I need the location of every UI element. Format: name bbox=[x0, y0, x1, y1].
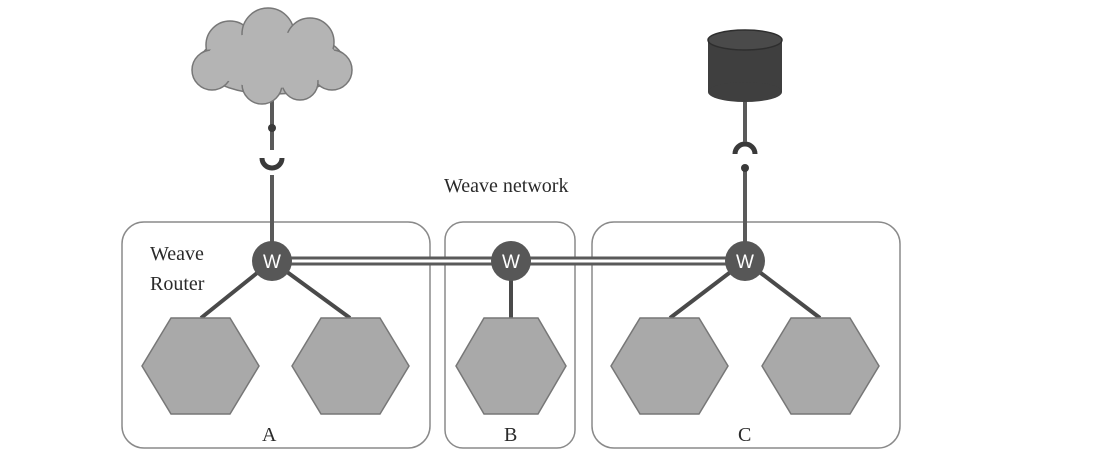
hexagon-container-icon bbox=[455, 317, 567, 415]
network-label: Weave network bbox=[444, 175, 569, 197]
hexagon-container-icon bbox=[141, 317, 260, 415]
router-c: W bbox=[725, 241, 765, 281]
host-box-a bbox=[121, 221, 431, 449]
host-label-a: A bbox=[262, 424, 277, 446]
router-a: W bbox=[252, 241, 292, 281]
host-label-c: C bbox=[738, 424, 752, 446]
router-b-glyph: W bbox=[502, 252, 520, 273]
socket-connector-icon bbox=[259, 157, 285, 171]
router-label-line1: Weave bbox=[150, 243, 204, 265]
hexagon-container-icon bbox=[610, 317, 729, 415]
hexagon-container-icon bbox=[291, 317, 410, 415]
plug-dot-icon bbox=[741, 164, 749, 172]
database-icon bbox=[707, 29, 783, 102]
router-label-line2: Router bbox=[150, 273, 205, 295]
router-c-glyph: W bbox=[736, 252, 754, 273]
hexagon-container-icon bbox=[761, 317, 880, 415]
host-label-b: B bbox=[504, 424, 518, 446]
host-box-b bbox=[444, 221, 576, 449]
router-b: W bbox=[491, 241, 531, 281]
cloud-fill bbox=[206, 32, 338, 88]
plug-dot-icon bbox=[268, 124, 276, 132]
socket-connector-icon bbox=[732, 141, 758, 155]
router-a-glyph: W bbox=[263, 252, 281, 273]
